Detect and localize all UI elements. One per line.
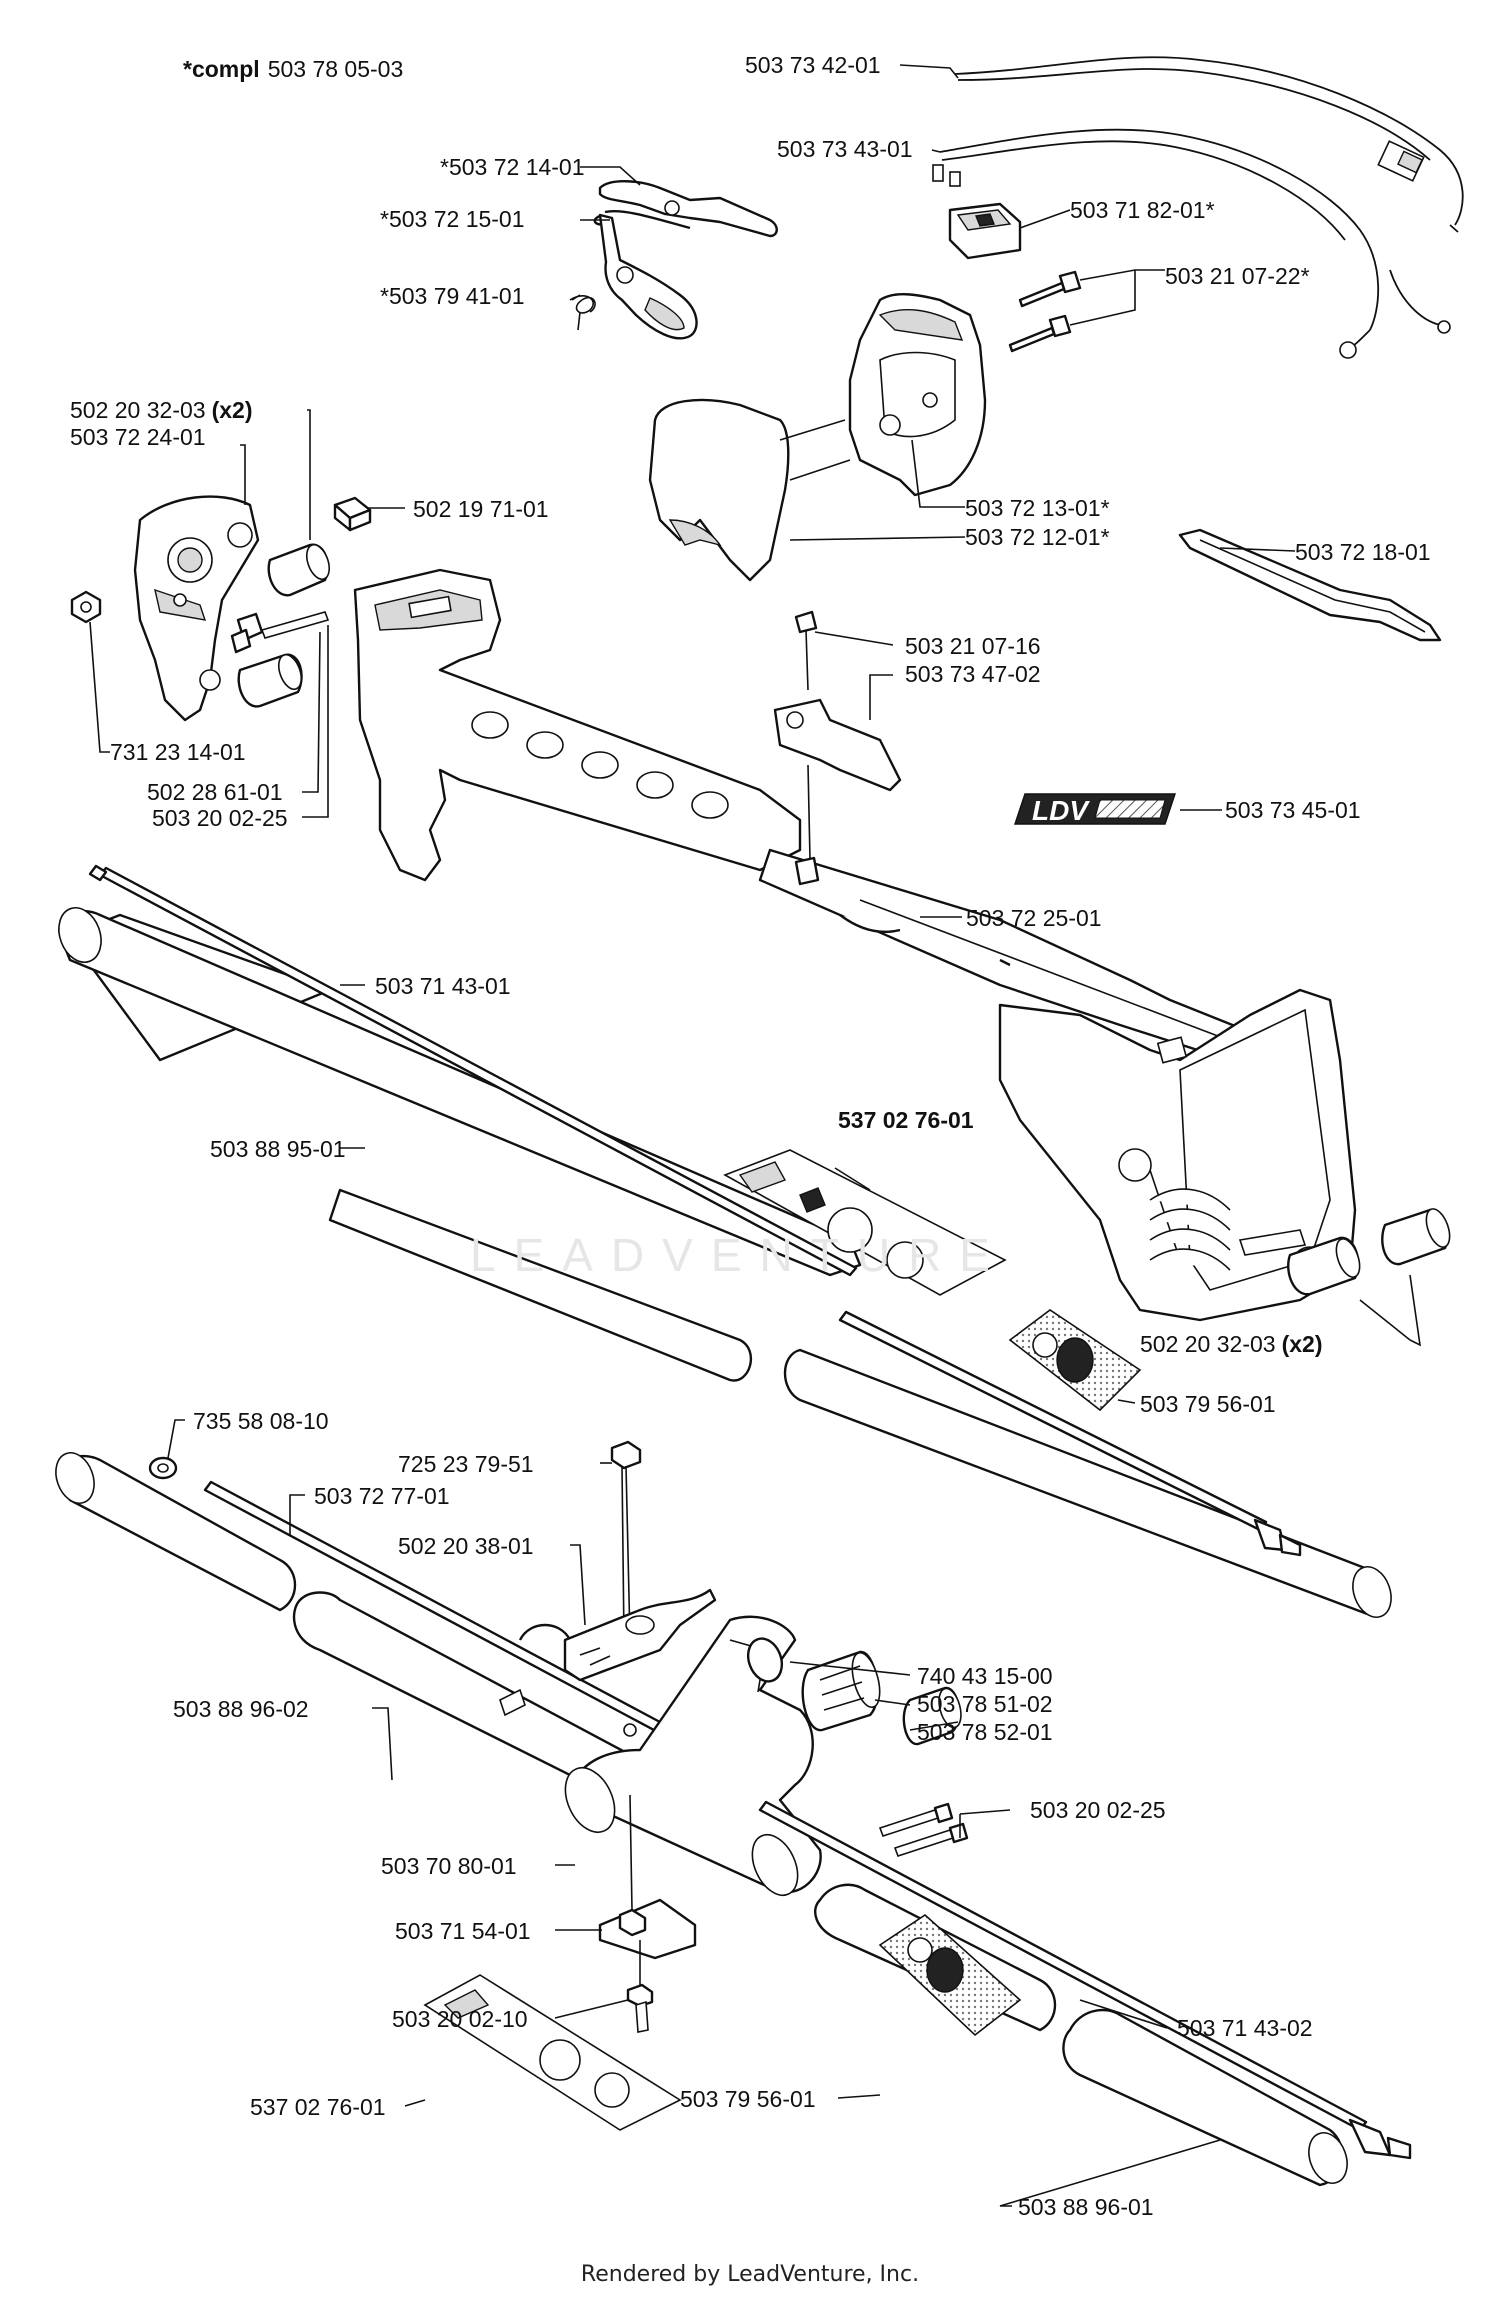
label-503-20-02-25-top: 503 20 02-25 (152, 805, 288, 831)
label-503-73-47-02: 503 73 47-02 (905, 661, 1041, 687)
label-503-72-13-01: 503 72 13-01* (965, 495, 1110, 521)
coupling-body-drawing (564, 1615, 822, 1897)
label-503-72-14-01: *503 72 14-01 (440, 154, 585, 180)
header-prefix: *compl (183, 56, 260, 82)
label-503-79-56-01-top: 503 79 56-01 (1140, 1391, 1276, 1417)
throttle-lever-drawing (598, 213, 698, 340)
shaft-clamp-body-drawing (353, 568, 802, 882)
drive-shaft-drawing (88, 864, 1302, 1557)
label-503-78-51-02: 503 78 51-02 (917, 1691, 1053, 1717)
label-502-20-32-03-top: 502 20 32-03(x2) (70, 397, 252, 423)
label-503-20-02-10: 503 20 02-10 (392, 2006, 528, 2032)
label-735-58-08-10: 735 58 08-10 (193, 1408, 329, 1434)
wire-harness-drawing (932, 56, 1464, 359)
warning-decal-top-drawing (723, 1149, 1007, 1296)
label-537-02-76-01-top: 537 02 76-01 (838, 1107, 974, 1133)
label-503-72-77-01: 503 72 77-01 (314, 1483, 450, 1509)
label-503-71-82-01: 503 71 82-01* (1070, 197, 1215, 223)
label-503-71-43-01: 503 71 43-01 (375, 973, 511, 999)
label-503-72-15-01: *503 72 15-01 (380, 206, 525, 232)
label-503-88-95-01: 503 88 95-01 (210, 1136, 346, 1162)
label-503-70-80-01: 503 70 80-01 (381, 1853, 517, 1879)
label-503-20-02-25-bottom: 503 20 02-25 (1030, 1797, 1166, 1823)
cable-clamp-drawing (773, 610, 902, 886)
label-503-72-25-01: 503 72 25-01 (966, 905, 1102, 931)
coupling-screws-drawing (878, 1802, 969, 1857)
handle-housing-drawing (648, 293, 987, 582)
grip-caps-top-drawing (237, 543, 331, 708)
handle-screws-drawing (1008, 270, 1082, 353)
label-502-20-38-01: 502 20 38-01 (398, 1533, 534, 1559)
label-503-71-54-01: 503 71 54-01 (395, 1918, 531, 1944)
switch-drawing (948, 202, 1022, 260)
footer-credit: Rendered by LeadVenture, Inc. (580, 2262, 920, 2287)
label-503-72-12-01: 503 72 12-01* (965, 524, 1110, 550)
label-503-73-45-01: 503 73 45-01 (1225, 797, 1361, 823)
label-503-88-96-01: 503 88 96-01 (1018, 2194, 1154, 2220)
label-503-21-07-16: 503 21 07-16 (905, 633, 1041, 659)
label-503-72-18-01: 503 72 18-01 (1295, 539, 1431, 565)
throttle-trigger-drawing (593, 180, 778, 238)
leader-lines (89, 64, 1422, 2207)
label-537-02-76-01-bottom: 537 02 76-01 (250, 2094, 386, 2120)
label-731-23-14-01: 731 23 14-01 (110, 739, 246, 765)
label-503-88-96-02: 503 88 96-02 (173, 1696, 309, 1722)
label-503-73-43-01: 503 73 43-01 (777, 136, 913, 162)
lower-bracket-drawing (598, 1794, 697, 1960)
spring-drawing (569, 295, 596, 331)
long-bolt-drawing (610, 1440, 642, 1641)
dotted-decal-bottom-drawing (878, 1913, 1022, 2037)
label-502-20-32-03-bottom: 502 20 32-03(x2) (1140, 1331, 1322, 1357)
ldv-logo-decal: LDV (1014, 793, 1176, 826)
bottom-screw-drawing (626, 1940, 654, 2033)
label-502-28-61-01: 502 28 61-01 (147, 779, 283, 805)
bushing-parts-drawing (746, 1637, 962, 1746)
label-503-73-42-01: 503 73 42-01 (745, 52, 881, 78)
cable-clip-drawing (1178, 528, 1442, 642)
handle-bracket-drawing (133, 495, 260, 722)
label-740-43-15-00: 740 43 15-00 (917, 1663, 1053, 1689)
label-503-21-07-22: 503 21 07-22* (1165, 263, 1310, 289)
header-number: 503 78 05-03 (268, 56, 404, 82)
lower-right-shaft-drawing (758, 1800, 1412, 2187)
part-labels: 503 73 42-01 503 73 43-01 *503 72 14-01 … (70, 52, 1431, 2220)
square-nut-drawing (333, 496, 372, 532)
warning-decal-bottom-drawing (423, 1974, 682, 2131)
logo-text: LDV (1032, 795, 1090, 826)
header-compl: *compl 503 78 05-03 (183, 56, 403, 82)
lower-shaft-tube-drawing (55, 1452, 657, 1812)
label-503-78-52-01: 503 78 52-01 (917, 1719, 1053, 1745)
label-725-23-79-51: 725 23 79-51 (398, 1451, 534, 1477)
engine-housing-drawing (998, 988, 1357, 1322)
label-503-79-56-01-bottom: 503 79 56-01 (680, 2086, 816, 2112)
grip-caps-bottom-drawing (1287, 1208, 1451, 1296)
wing-knob-drawing (563, 1588, 717, 1682)
washer-drawing (148, 1456, 178, 1480)
label-503-72-24-01: 503 72 24-01 (70, 424, 206, 450)
label-503-71-43-02: 503 71 43-02 (1177, 2015, 1313, 2041)
watermark: LEADVENTURE (470, 1229, 1008, 1281)
label-503-79-41-01: *503 79 41-01 (380, 283, 525, 309)
dotted-decal-top-drawing (1008, 1309, 1142, 1412)
label-502-19-71-01: 502 19 71-01 (413, 496, 549, 522)
nut-screw-drawing (70, 590, 330, 654)
